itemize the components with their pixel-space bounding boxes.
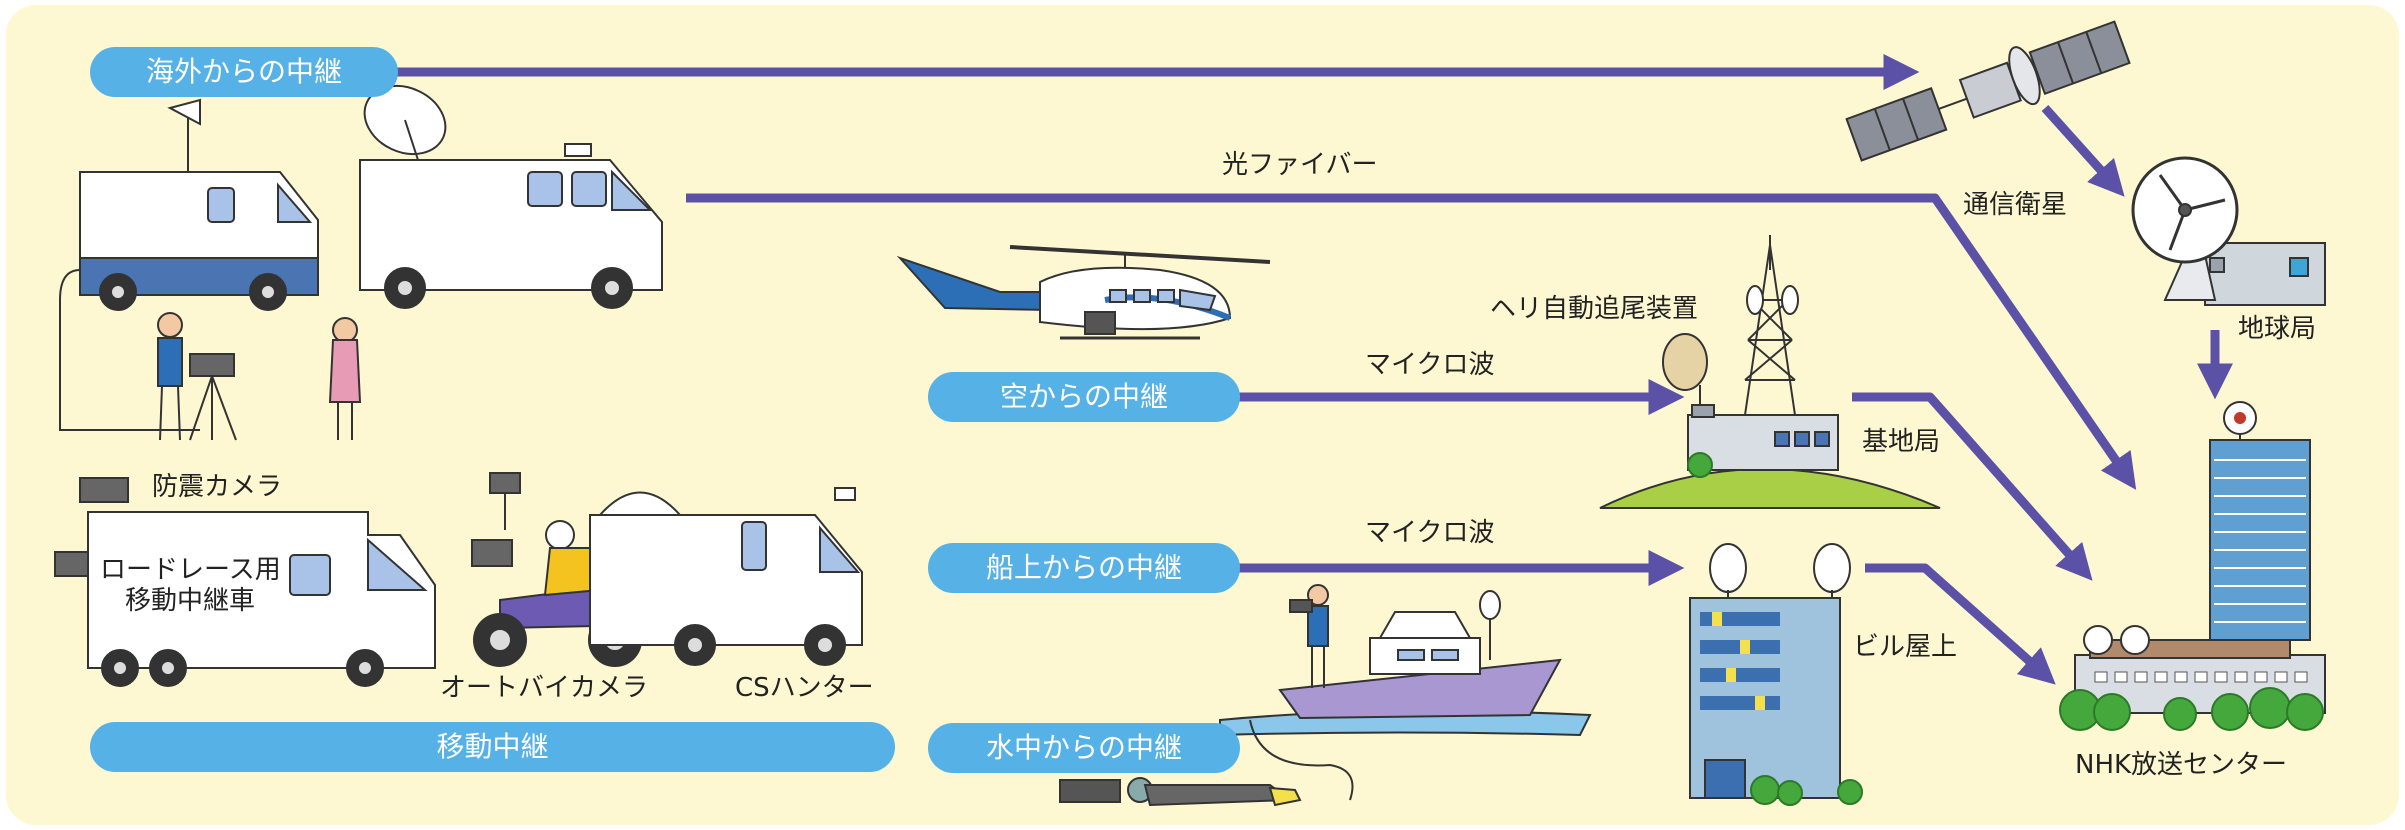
satellite-icon <box>1845 20 2131 162</box>
base-station-icon <box>1599 235 1941 509</box>
earth-station-label: 地球局 <box>2238 314 2317 344</box>
overseas-relay-label: 海外からの中継 <box>90 47 398 97</box>
motorcycle-camera-label: オートバイカメラ <box>440 673 649 703</box>
relay-van-icon <box>59 98 319 431</box>
ship-microwave-label: マイクロ波 <box>1365 518 1495 548</box>
nhk-center-icon <box>2059 401 2326 731</box>
reporter-icon <box>328 317 362 440</box>
building-icon <box>1689 543 1863 806</box>
nhk-center-label: NHK放送センター <box>2075 750 2288 780</box>
mobile-relay-label: 移動中継 <box>90 722 895 772</box>
diver-icon <box>1059 719 1354 807</box>
base-to-center-arrow <box>1852 392 2093 581</box>
helicopter-icon <box>896 245 1271 340</box>
ship-relay-label: 船上からの中継 <box>928 543 1240 593</box>
heli-tracking-label: ヘリ自動追尾装置 <box>1490 294 1699 324</box>
rooftop-label: ビル屋上 <box>1853 632 1958 662</box>
arrows <box>395 54 2233 685</box>
road-race-label-line2: 移動中継車 <box>124 586 255 617</box>
underwater-relay-label: 水中からの中継 <box>928 723 1240 773</box>
cs-hunter-truck-icon <box>589 487 863 666</box>
satellite-to-earth-arrow <box>2041 104 2125 197</box>
sky-relay-label: 空からの中継 <box>928 372 1240 422</box>
sky-microwave-label: マイクロ波 <box>1365 350 1495 380</box>
cs-hunter-label: CSハンター <box>735 673 874 703</box>
optical-fiber-label: 光ファイバー <box>1222 150 1378 180</box>
road-race-label-line1: ロードレース用 <box>100 555 281 585</box>
base-station-label: 基地局 <box>1862 427 1941 457</box>
satellite-label: 通信衛星 <box>1963 190 2068 220</box>
earth-station-icon <box>2131 156 2326 306</box>
road-race-label: ロードレース用 移動中継車 <box>100 555 281 618</box>
rooftop-to-center-arrow <box>1865 563 2056 685</box>
broadcast-truck-icon <box>359 84 663 309</box>
fiber-arrow <box>686 193 2137 490</box>
camera-operator-icon <box>157 312 237 441</box>
boat-icon <box>1219 584 1592 737</box>
quake-camera-label: 防震カメラ <box>152 472 283 502</box>
